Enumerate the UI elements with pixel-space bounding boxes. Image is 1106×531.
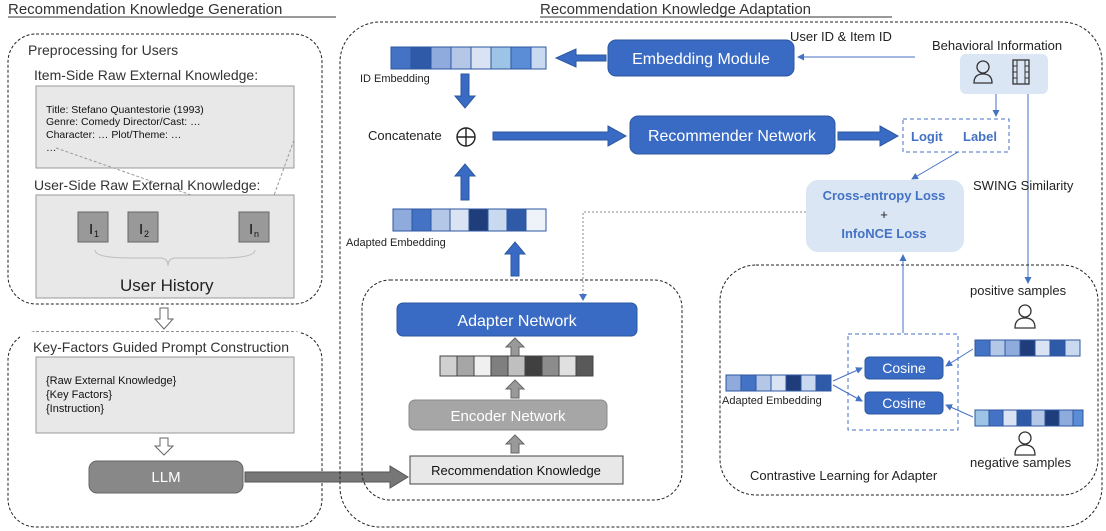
item-line-3: Character: … Plot/Theme: … xyxy=(46,129,181,141)
encoder-network-box xyxy=(408,399,608,431)
id-embedding-vector xyxy=(390,46,547,70)
contrastive-adapted-vector xyxy=(725,374,832,392)
history-item-label: I xyxy=(89,221,93,238)
up-arrow-gray xyxy=(504,337,526,357)
recommendation-knowledge-box xyxy=(409,455,624,485)
concat-symbol-icon xyxy=(456,127,476,147)
adapted-embedding-label: Adapted Embedding xyxy=(346,237,446,249)
negative-sample-vector xyxy=(974,409,1084,427)
encoder-network-label: Encoder Network xyxy=(450,408,566,425)
prompt-line-2: {Key Factors} xyxy=(46,389,112,401)
history-item-subscript: 2 xyxy=(144,229,149,239)
logit-label: Logit xyxy=(911,129,943,144)
item-side-title: Item-Side Raw External Knowledge: xyxy=(34,67,258,83)
cosine-box-negative xyxy=(864,391,944,415)
contrastive-adapted-label: Adapted Embedding xyxy=(722,395,822,407)
history-brace xyxy=(94,249,256,267)
up-arrow-gray xyxy=(504,379,526,399)
negative-to-cosine-arrow xyxy=(945,404,974,418)
llm-to-knowledge-arrow xyxy=(244,465,409,489)
recommender-network-box xyxy=(629,115,836,155)
contrastive-panel xyxy=(719,264,1099,496)
history-item-1: I 1 xyxy=(77,211,109,243)
adapted-to-cosine-neg xyxy=(832,384,863,402)
prompt-line-3: {Instruction} xyxy=(46,403,104,415)
behavioral-info-box xyxy=(960,54,1048,94)
id-embedding-label: ID Embedding xyxy=(360,73,430,85)
item-line-1: Title: Stefano Quantestorie (1993) xyxy=(46,104,204,116)
adapted-to-cosine-pos xyxy=(832,367,863,382)
swing-similarity-label: SWING Similarity xyxy=(973,178,1074,193)
loss-to-adapter-arrowhead xyxy=(579,294,587,301)
user-icon xyxy=(973,60,993,84)
positive-user-icon xyxy=(1014,304,1036,329)
prompt-box xyxy=(35,356,295,434)
behavioral-info-label: Behavioral Information xyxy=(932,38,1062,53)
down-arrow-gray xyxy=(153,437,175,456)
loss-plus-label: + xyxy=(880,207,888,222)
embedding-to-id-arrow xyxy=(554,48,607,68)
left-section-title: Recommendation Knowledge Generation xyxy=(8,1,282,18)
recommender-to-logit-arrow xyxy=(837,125,900,147)
cosine-group-box xyxy=(847,333,959,431)
history-item-subscript: 1 xyxy=(94,229,99,239)
film-icon xyxy=(1012,59,1030,85)
adapted-to-concat-arrow xyxy=(453,163,477,201)
prompt-title: Key-Factors Guided Prompt Construction xyxy=(33,339,289,355)
adapter-network-label: Adapter Network xyxy=(457,313,577,330)
preprocessing-title: Preprocessing for Users xyxy=(28,42,178,58)
adapter-network-box xyxy=(396,302,638,337)
preprocessing-panel: Preprocessing for Users Item-Side Raw Ex… xyxy=(7,33,323,305)
id-to-concat-arrow xyxy=(453,73,477,109)
positive-to-cosine-arrow xyxy=(945,348,974,367)
adapted-embedding-vector xyxy=(392,208,547,232)
history-item-2: I 2 xyxy=(127,211,159,243)
logit-to-loss-arrow xyxy=(911,151,959,180)
down-arrow-gray xyxy=(153,307,175,330)
concat-to-recommender-arrow xyxy=(492,125,628,147)
negative-samples-label: negative samples xyxy=(970,455,1072,470)
cross-entropy-loss-label: Cross-entropy Loss xyxy=(823,188,946,203)
embedding-module-box xyxy=(607,39,795,77)
cosine-negative-label: Cosine xyxy=(882,395,926,411)
concatenate-label: Concatenate xyxy=(368,128,442,143)
cosine-positive-label: Cosine xyxy=(882,360,926,376)
adapter-to-embedding-arrow xyxy=(503,241,527,277)
knowledge-vector xyxy=(439,355,594,377)
negative-user-icon xyxy=(1014,431,1036,456)
positive-sample-vector xyxy=(974,339,1081,357)
adaptation-panel xyxy=(339,21,1103,528)
adapter-inner-panel xyxy=(361,279,683,501)
label-label: Label xyxy=(963,129,997,144)
prompt-line-1: {Raw External Knowledge} xyxy=(46,375,177,387)
history-item-label: I xyxy=(249,221,253,238)
prompt-panel: Key-Factors Guided Prompt Construction {… xyxy=(7,331,323,528)
user-item-id-label: User ID & Item ID xyxy=(790,29,892,44)
zoom-line-right xyxy=(267,139,295,213)
item-knowledge-box xyxy=(35,85,295,169)
infonce-loss-label: InfoNCE Loss xyxy=(841,226,926,241)
history-item-label: I xyxy=(139,221,143,238)
history-item-n: I n xyxy=(238,211,270,243)
contrastive-learning-label: Contrastive Learning for Adapter xyxy=(750,468,938,483)
user-history-label: User History xyxy=(120,276,214,295)
cosine-box-positive xyxy=(864,356,944,380)
user-side-title: User-Side Raw External Knowledge: xyxy=(34,177,260,193)
llm-box xyxy=(88,460,244,494)
logit-label-box xyxy=(902,118,1010,153)
history-item-subscript: n xyxy=(254,229,259,239)
item-line-4: … xyxy=(46,142,57,154)
llm-label: LLM xyxy=(151,469,180,486)
up-arrow-gray xyxy=(504,434,526,454)
positive-samples-label: positive samples xyxy=(970,283,1067,298)
right-section-title: Recommendation Knowledge Adaptation xyxy=(540,1,811,18)
recommender-network-label: Recommender Network xyxy=(648,128,817,145)
recommendation-knowledge-label: Recommendation Knowledge xyxy=(431,463,601,478)
loss-box xyxy=(806,180,964,252)
embedding-module-label: Embedding Module xyxy=(632,51,770,68)
item-line-2: Genre: Comedy Director/Cast: … xyxy=(46,116,201,128)
loss-to-adapter-line xyxy=(582,211,806,298)
